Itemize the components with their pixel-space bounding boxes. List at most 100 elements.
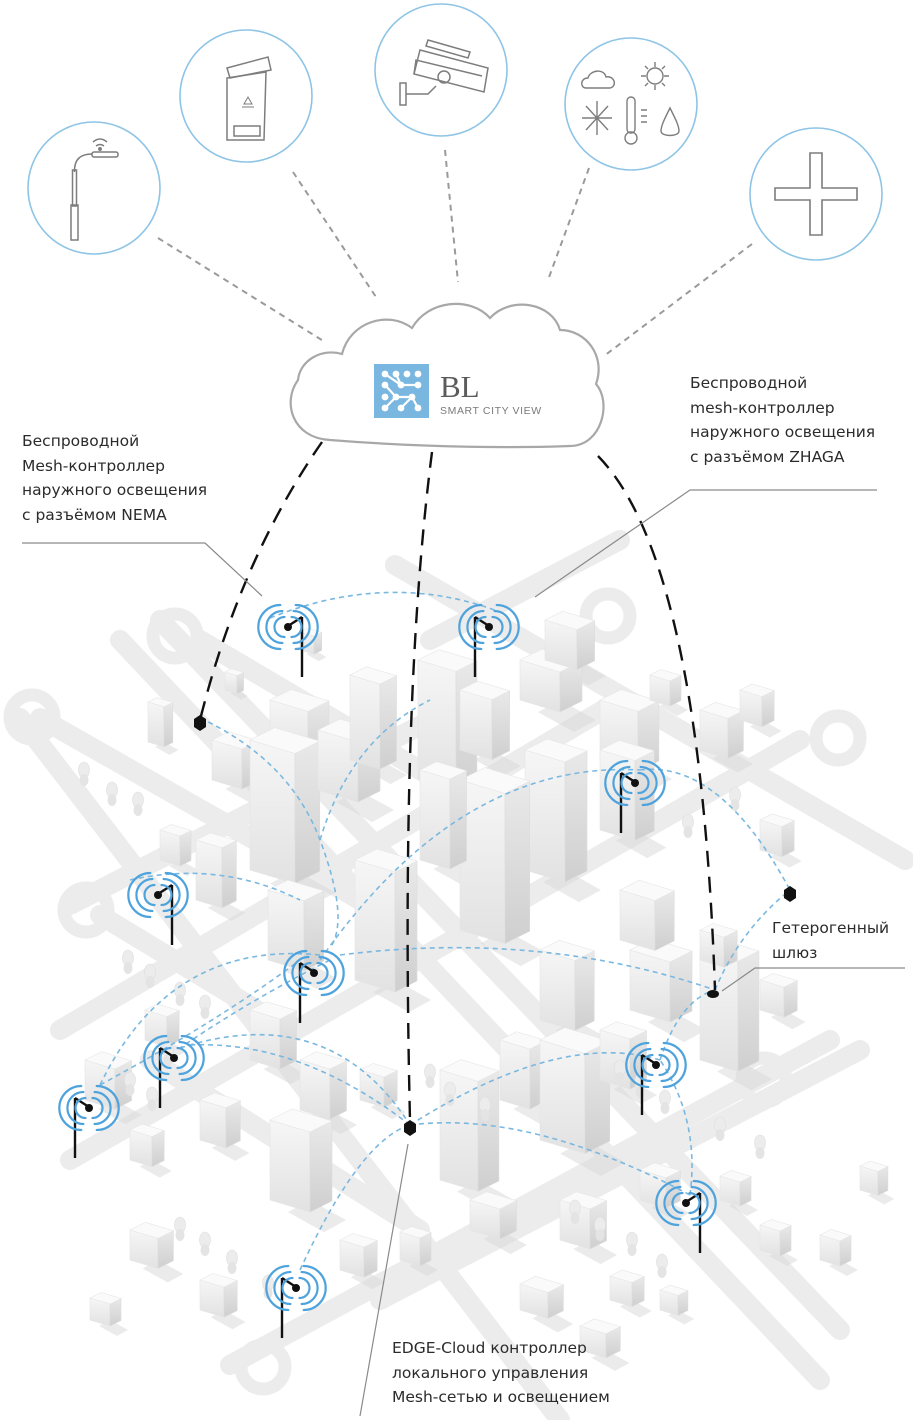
wifi-signal [493, 609, 512, 645]
building-side [179, 830, 192, 867]
tree [660, 1102, 670, 1114]
building-roof [129, 1221, 175, 1239]
buildings [84, 610, 889, 1359]
wifi-signal [688, 1191, 701, 1215]
building-roof [579, 1318, 622, 1335]
building-roof [199, 1273, 239, 1288]
wifi-signal [91, 1096, 104, 1120]
building-roof [539, 940, 596, 961]
building-front [524, 749, 566, 883]
device-link [444, 149, 459, 283]
lamp-head [284, 623, 292, 631]
building-roof [699, 923, 739, 938]
building-roof [199, 1092, 242, 1109]
lamp-head [310, 969, 318, 977]
lamp-head [652, 1061, 660, 1069]
cloud-link [597, 455, 717, 991]
street-light-icon [70, 138, 119, 241]
wifi-signal [466, 609, 485, 645]
device-link [292, 171, 379, 301]
tree [480, 1109, 490, 1121]
building-side [221, 840, 237, 909]
building-front [269, 1119, 311, 1213]
building-roof [819, 1229, 852, 1242]
controller-node [404, 1120, 416, 1136]
cloud-links [198, 441, 717, 1121]
tree [570, 1212, 580, 1224]
building-roof [354, 848, 418, 873]
building-front [699, 949, 739, 1072]
building-roof [439, 1059, 500, 1082]
lamp-head [682, 1199, 690, 1207]
building-roof [299, 1051, 348, 1070]
building-front [267, 889, 305, 972]
tree [133, 804, 143, 816]
lamp-head [154, 891, 162, 899]
wifi-signal [318, 955, 337, 991]
wifi-signal [178, 1040, 197, 1076]
wifi-signal [143, 883, 156, 907]
wifi-signal [159, 1046, 172, 1070]
wifi-signal [294, 603, 319, 651]
building-roof [459, 767, 531, 794]
wifi-signal [300, 1270, 319, 1306]
wifi-signal [74, 1096, 87, 1120]
building-roof [459, 680, 511, 700]
wifi-signal [316, 961, 329, 985]
tree [175, 1229, 185, 1241]
wifi-signal [692, 1179, 717, 1227]
tree [200, 1244, 210, 1256]
tree [227, 1262, 237, 1274]
building-roof [519, 1275, 565, 1293]
device-cctv [374, 3, 508, 137]
tree [683, 826, 693, 838]
wifi-signal [273, 615, 286, 639]
tree [595, 1229, 605, 1241]
building-roof [659, 1284, 689, 1296]
wifi-signal [283, 949, 308, 997]
wifi-signal [265, 1264, 290, 1312]
road-roundabout [57, 881, 115, 939]
mesh-link [409, 1121, 691, 1196]
wifi-signal [690, 1185, 709, 1221]
building-roof [759, 1219, 792, 1232]
tree [175, 994, 185, 1006]
building-roof [599, 740, 656, 761]
controller-node [784, 886, 796, 902]
building-side [564, 750, 588, 883]
security-camera-icon [399, 39, 489, 106]
building-roof [524, 738, 588, 763]
building-roof [759, 813, 795, 827]
building-roof [544, 610, 596, 630]
building-roof [129, 1123, 165, 1137]
wifi-signal [66, 1090, 85, 1126]
building-roof [469, 1191, 518, 1210]
tree [79, 774, 89, 786]
building-side [394, 860, 418, 993]
cloud-link [198, 441, 323, 721]
building-front [147, 701, 165, 748]
building-side [737, 950, 760, 1072]
wifi-signal [302, 1264, 327, 1312]
wifi-signal [641, 1053, 654, 1077]
building-roof [639, 1162, 682, 1179]
wifi-signal [160, 883, 173, 907]
road [420, 530, 630, 650]
building-roof [619, 880, 676, 901]
mesh-link [99, 952, 321, 1086]
building-roof [267, 879, 325, 902]
building-front [599, 1029, 631, 1090]
device-links [157, 149, 753, 357]
wifi-signal [639, 765, 658, 801]
mesh-link [269, 591, 501, 619]
building-roof [649, 669, 682, 682]
wifi-signal [633, 1047, 652, 1083]
brand-subtitle: SMART CITY VIEW [440, 405, 542, 417]
building-front [354, 859, 396, 993]
weather-sensors-icon [581, 62, 680, 145]
mesh-network-links [99, 591, 791, 1271]
building-front [199, 1099, 227, 1149]
